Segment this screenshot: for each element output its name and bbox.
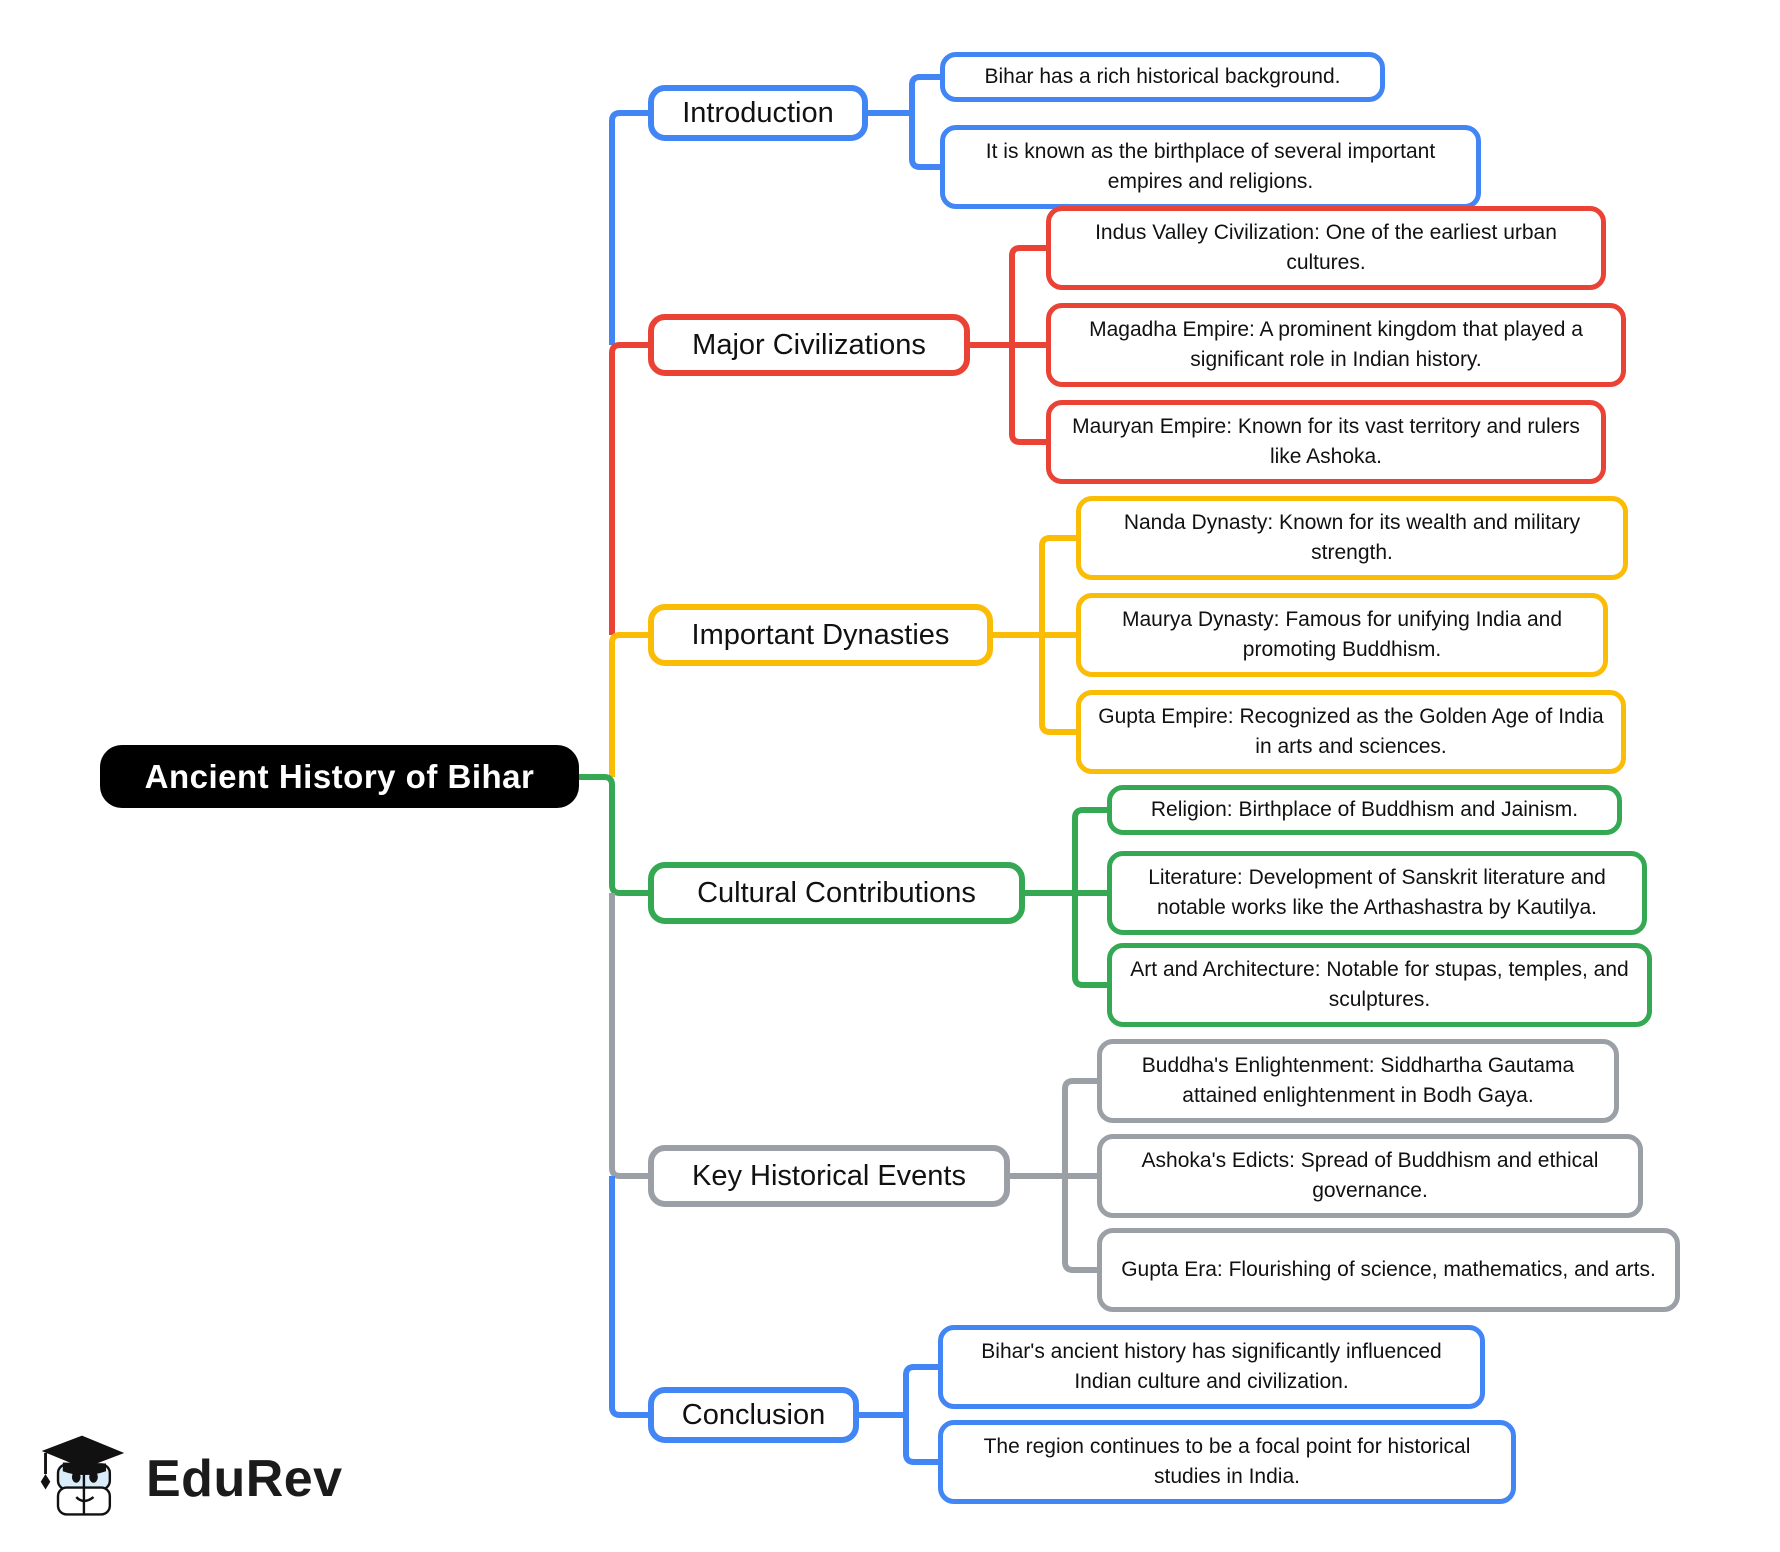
branch-node-key-historical-events: Key Historical Events bbox=[648, 1145, 1010, 1207]
leaves-connector-conclusion bbox=[859, 1364, 938, 1465]
leaf-major-civilizations-3: Mauryan Empire: Known for its vast terri… bbox=[1046, 400, 1606, 484]
leaf-key-historical-events-2: Ashoka's Edicts: Spread of Buddhism and … bbox=[1097, 1134, 1643, 1218]
leaf-cultural-contributions-2: Literature: Development of Sanskrit lite… bbox=[1107, 851, 1647, 935]
branch-node-major-civilizations: Major Civilizations bbox=[648, 314, 970, 376]
leaf-major-civilizations-1: Indus Valley Civilization: One of the ea… bbox=[1046, 206, 1606, 290]
trunk-cultural-contributions bbox=[579, 774, 648, 896]
leaves-connector-cultural-contributions bbox=[1025, 807, 1107, 988]
leaf-conclusion-1: Bihar's ancient history has significantl… bbox=[938, 1325, 1485, 1409]
leaf-important-dynasties-1: Nanda Dynasty: Known for its wealth and … bbox=[1076, 496, 1628, 580]
leaf-key-historical-events-1: Buddha's Enlightenment: Siddhartha Gauta… bbox=[1097, 1039, 1619, 1123]
leaves-connector-introduction bbox=[868, 74, 940, 170]
leaf-cultural-contributions-3: Art and Architecture: Notable for stupas… bbox=[1107, 943, 1652, 1027]
branch-node-introduction: Introduction bbox=[648, 85, 868, 141]
edurev-mascot-icon bbox=[34, 1428, 130, 1529]
trunk-important-dynasties bbox=[609, 632, 648, 777]
trunk-major-civilizations bbox=[609, 342, 648, 635]
branch-node-conclusion: Conclusion bbox=[648, 1387, 859, 1443]
leaf-introduction-1: Bihar has a rich historical background. bbox=[940, 52, 1385, 102]
trunk-key-historical-events bbox=[609, 893, 648, 1179]
leaf-major-civilizations-2: Magadha Empire: A prominent kingdom that… bbox=[1046, 303, 1626, 387]
leaves-connector-key-historical-events bbox=[1010, 1078, 1097, 1273]
leaf-important-dynasties-2: Maurya Dynasty: Famous for unifying Indi… bbox=[1076, 593, 1608, 677]
branch-node-cultural-contributions: Cultural Contributions bbox=[648, 862, 1025, 924]
leaves-connector-important-dynasties bbox=[993, 535, 1076, 735]
edurev-brand-text: EduRev bbox=[146, 1449, 343, 1508]
trunk-introduction bbox=[609, 110, 648, 345]
leaf-important-dynasties-3: Gupta Empire: Recognized as the Golden A… bbox=[1076, 690, 1626, 774]
branch-node-important-dynasties: Important Dynasties bbox=[648, 604, 993, 666]
leaf-introduction-2: It is known as the birthplace of several… bbox=[940, 125, 1481, 209]
leaf-key-historical-events-3: Gupta Era: Flourishing of science, mathe… bbox=[1097, 1228, 1680, 1312]
edurev-logo: EduRev bbox=[34, 1428, 343, 1529]
trunk-conclusion bbox=[609, 1176, 648, 1418]
leaf-conclusion-2: The region continues to be a focal point… bbox=[938, 1420, 1516, 1504]
leaf-cultural-contributions-1: Religion: Birthplace of Buddhism and Jai… bbox=[1107, 785, 1622, 835]
leaves-connector-major-civilizations bbox=[970, 245, 1046, 445]
root-node: Ancient History of Bihar bbox=[100, 745, 579, 808]
